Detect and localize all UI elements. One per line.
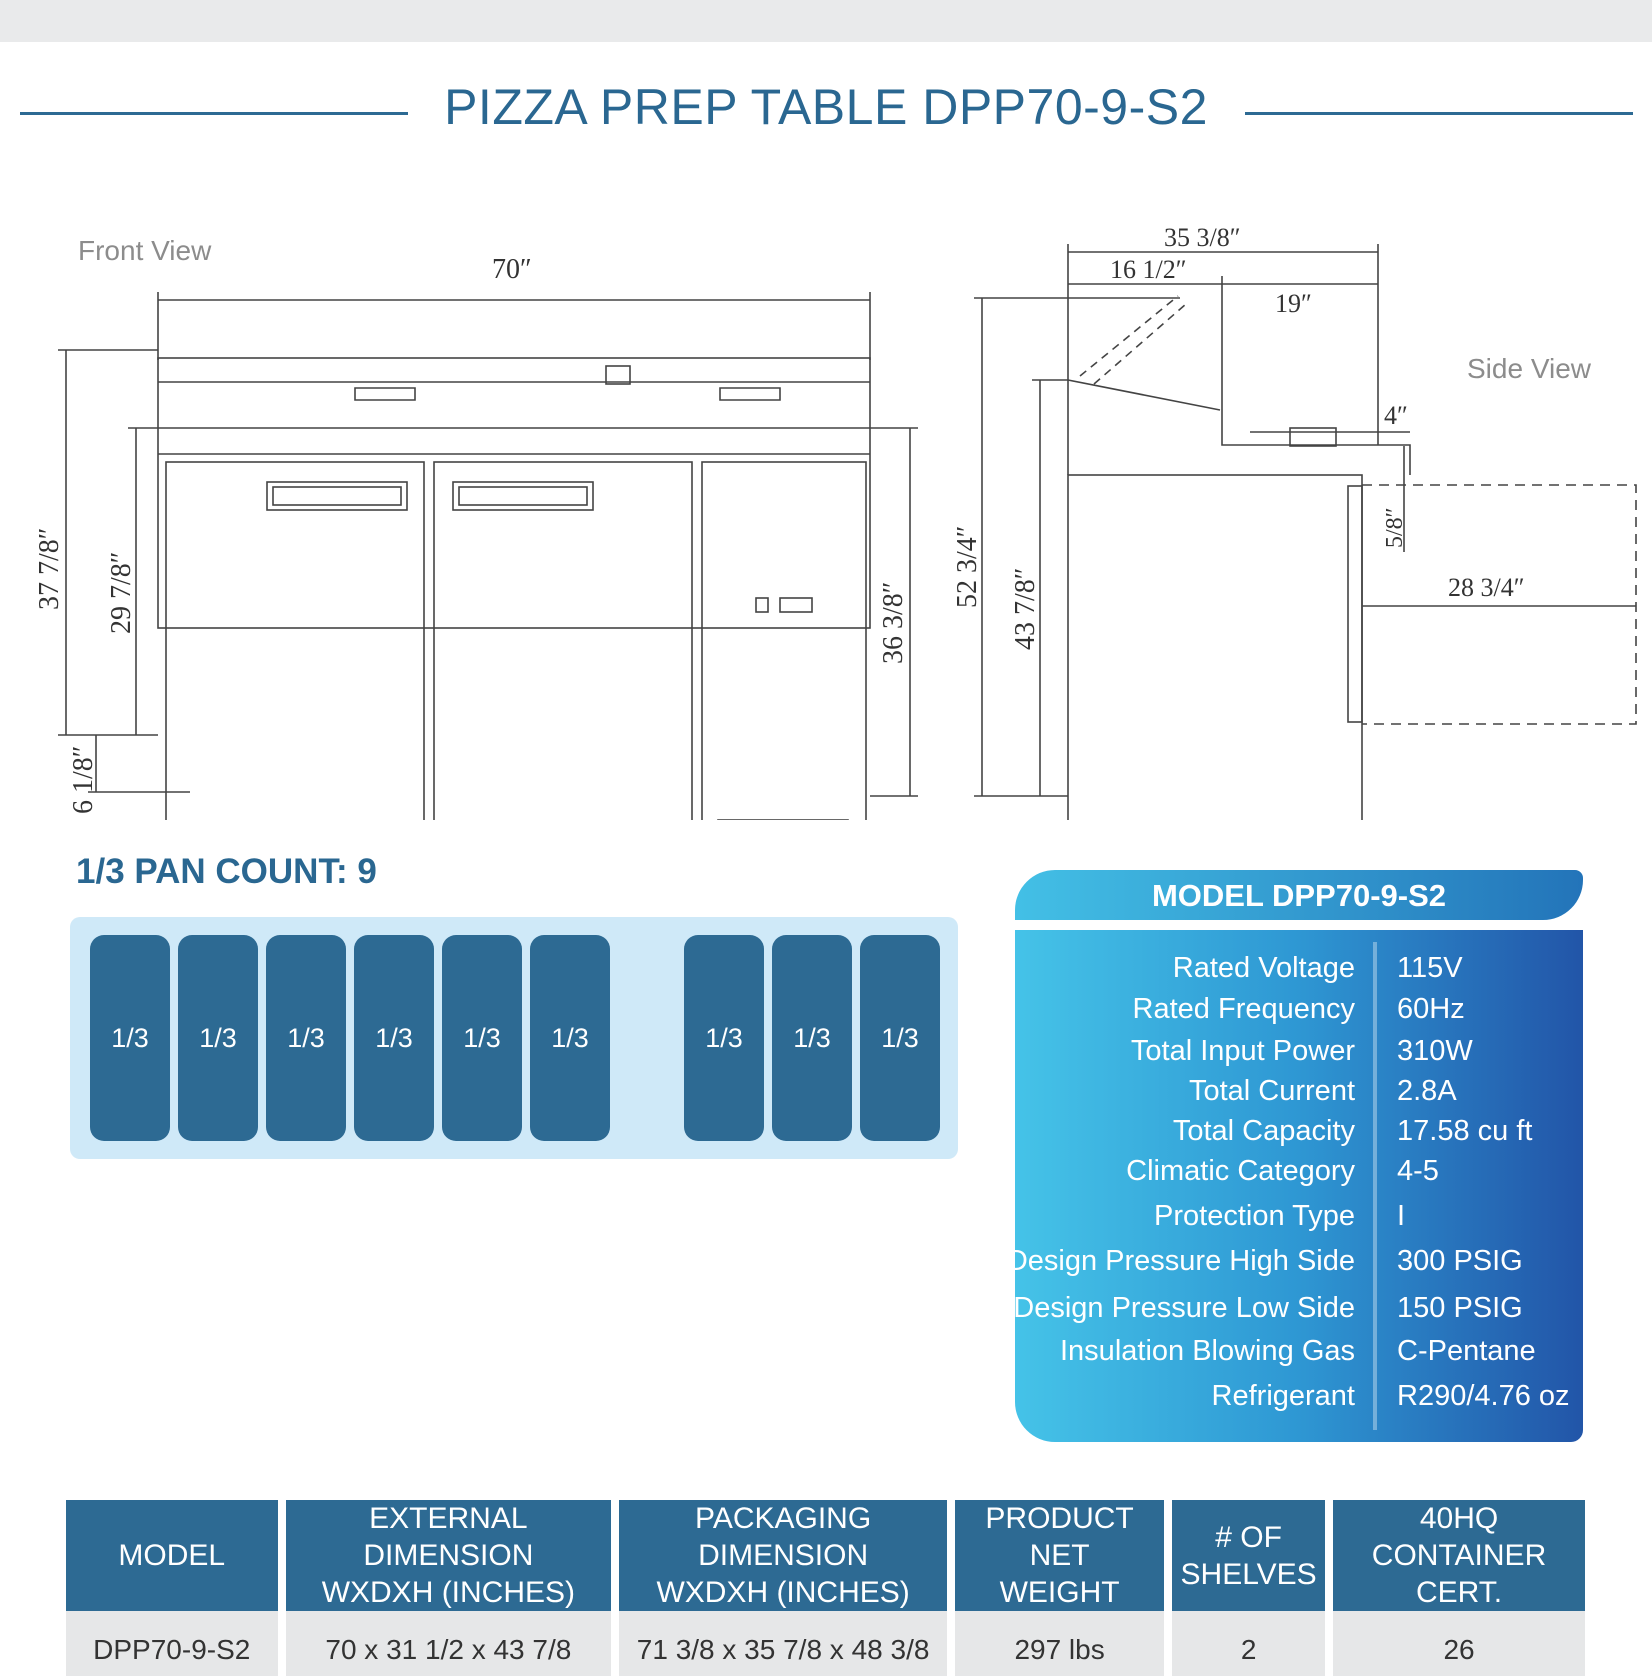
spec-row: Climatic Category 4-5 bbox=[1015, 1155, 1583, 1191]
pan-slot: 1/3 bbox=[860, 935, 940, 1141]
table-cell: 26 bbox=[1333, 1611, 1585, 1676]
spec-label: Rated Frequency bbox=[1132, 993, 1355, 1025]
pan-slot: 1/3 bbox=[266, 935, 346, 1141]
front-height-right-dim: 36 3/8″ bbox=[878, 582, 909, 664]
side-view-label: Side View bbox=[1467, 353, 1592, 384]
front-view-label: Front View bbox=[78, 235, 212, 266]
spec-header: MODEL DPP70-9-S2 bbox=[1015, 870, 1583, 920]
spec-value: 4-5 bbox=[1397, 1155, 1439, 1187]
table-cell: 2 bbox=[1172, 1611, 1326, 1676]
spec-value: 115V bbox=[1397, 952, 1463, 984]
technical-drawing: Front View Side View 70″ 37 7/8″ 29 7/8″… bbox=[34, 223, 1637, 820]
spec-label: Rated Voltage bbox=[1172, 952, 1355, 984]
table-cell: DPP70-9-S2 bbox=[66, 1611, 278, 1676]
pan-slot: 1/3 bbox=[684, 935, 764, 1141]
side-gap-dim: 5/8″ bbox=[1382, 507, 1408, 548]
spec-value: I bbox=[1397, 1200, 1406, 1232]
spec-label: Total Input Power bbox=[1130, 1035, 1355, 1067]
side-door-swing-dim: 28 3/4″ bbox=[1448, 573, 1525, 602]
spec-value: 150 PSIG bbox=[1397, 1292, 1523, 1324]
side-depth-top-dim: 19″ bbox=[1275, 289, 1312, 318]
pan-count-title: 1/3 PAN COUNT: 9 bbox=[76, 852, 377, 891]
table-cell: 297 lbs bbox=[955, 1611, 1165, 1676]
pan-slot: 1/3 bbox=[772, 935, 852, 1141]
front-caster-dim: 6 1/8″ bbox=[68, 746, 99, 814]
spec-row: Total Input Power 310W bbox=[1015, 1035, 1583, 1071]
side-height-closed-dim: 43 7/8″ bbox=[1010, 568, 1041, 650]
side-height-open-dim: 52 3/4″ bbox=[952, 526, 983, 608]
table-cell: 71 3/8 x 35 7/8 x 48 3/8 bbox=[619, 1611, 947, 1676]
spec-row: Design Pressure Low Side 150 PSIG bbox=[1013, 1292, 1583, 1328]
side-depth-total-dim: 35 3/8″ bbox=[1164, 223, 1241, 252]
front-right-door bbox=[433, 461, 693, 820]
front-height-total-dim: 37 7/8″ bbox=[34, 528, 65, 610]
spec-value: 17.58 cu ft bbox=[1397, 1115, 1533, 1147]
spec-row: Total Current 2.8A bbox=[1015, 1075, 1583, 1111]
spec-value: 310W bbox=[1397, 1035, 1473, 1067]
front-width-dim: 70″ bbox=[492, 254, 532, 285]
pan-slot: 1/3 bbox=[178, 935, 258, 1141]
spec-row: Rated Voltage 115V bbox=[1015, 952, 1583, 988]
spec-row: Total Capacity 17.58 cu ft bbox=[1015, 1115, 1583, 1151]
table-row: DPP70-9-S2 70 x 31 1/2 x 43 7/8 71 3/8 x… bbox=[66, 1611, 1585, 1676]
pan-slot: 1/3 bbox=[90, 935, 170, 1141]
front-left-door bbox=[165, 461, 425, 820]
spec-label: Total Current bbox=[1188, 1075, 1355, 1107]
spec-value: R290/4.76 oz bbox=[1397, 1380, 1570, 1412]
spec-label: Total Capacity bbox=[1172, 1115, 1355, 1147]
table-header-model: MODEL bbox=[66, 1500, 278, 1611]
front-cabinet-outline bbox=[157, 357, 871, 629]
spec-row: Rated Frequency 60Hz bbox=[1015, 993, 1583, 1029]
spec-label: Design Pressure High Side bbox=[1006, 1245, 1355, 1277]
spec-label: Design Pressure Low Side bbox=[1013, 1292, 1355, 1324]
spec-panel: Rated Voltage 115V Rated Frequency 60Hz To… bbox=[1007, 930, 1583, 1442]
pan-slot: 1/3 bbox=[530, 935, 610, 1141]
table-cell: 70 x 31 1/2 x 43 7/8 bbox=[285, 1611, 612, 1676]
pan-slot: 1/3 bbox=[442, 935, 522, 1141]
side-lip-dim: 4″ bbox=[1384, 401, 1408, 430]
spec-value: 2.8A bbox=[1397, 1075, 1457, 1107]
spec-row: Design Pressure High Side 300 PSIG bbox=[1007, 1245, 1583, 1281]
spec-divider bbox=[1373, 942, 1377, 1430]
spec-label: Climatic Category bbox=[1126, 1155, 1355, 1187]
spec-row: Insulation Blowing Gas C-Pentane bbox=[1015, 1335, 1583, 1371]
pan-layout: 1/3 1/3 1/3 1/3 1/3 1/3 1/3 1/3 1/3 bbox=[70, 917, 958, 1159]
title-rule-right bbox=[1245, 112, 1633, 115]
spec-label: Refrigerant bbox=[1211, 1380, 1355, 1412]
front-height-body-dim: 29 7/8″ bbox=[106, 552, 137, 634]
spec-label: Insulation Blowing Gas bbox=[1060, 1335, 1355, 1367]
spec-value: C-Pentane bbox=[1397, 1335, 1536, 1367]
top-bar bbox=[0, 0, 1652, 42]
front-compressor-panel bbox=[701, 461, 867, 820]
pan-slot: 1/3 bbox=[354, 935, 434, 1141]
title-rule-left bbox=[20, 112, 408, 115]
spec-label: Protection Type bbox=[1154, 1200, 1355, 1232]
side-depth-front-dim: 16 1/2″ bbox=[1110, 255, 1187, 284]
spec-row: Protection Type I bbox=[1015, 1200, 1583, 1236]
side-cabinet-outline bbox=[1067, 474, 1363, 820]
spec-value: 300 PSIG bbox=[1397, 1245, 1523, 1277]
spec-value: 60Hz bbox=[1397, 993, 1465, 1025]
spec-row: Refrigerant R290/4.76 oz bbox=[1015, 1380, 1583, 1416]
page-title: PIZZA PREP TABLE DPP70-9-S2 bbox=[444, 79, 1208, 135]
